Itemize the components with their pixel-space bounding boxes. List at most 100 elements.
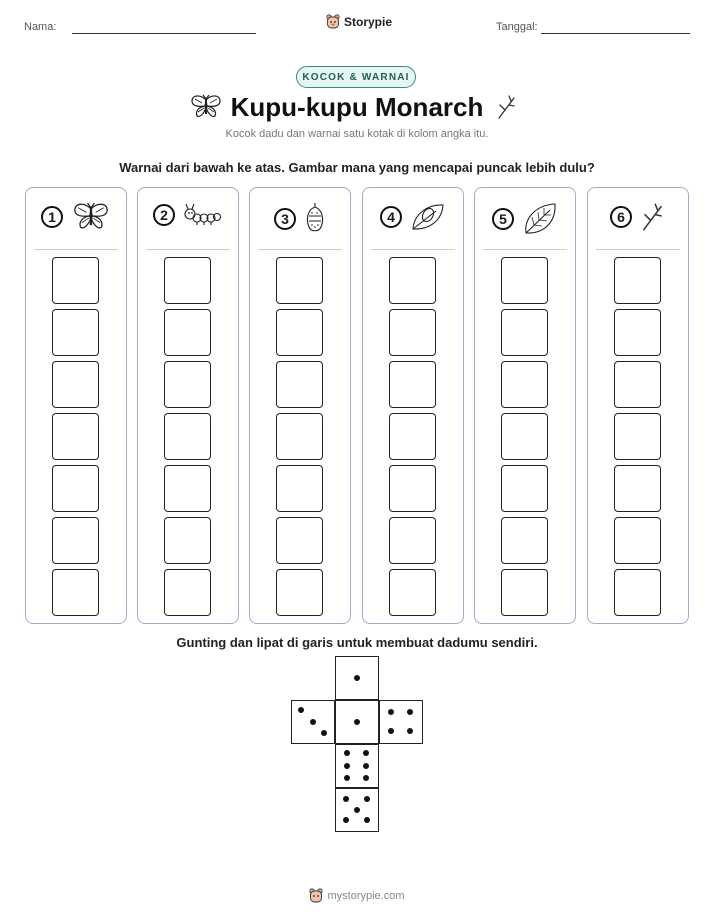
color-box[interactable] xyxy=(164,517,211,564)
color-box[interactable] xyxy=(164,569,211,616)
die-face-6 xyxy=(335,744,379,788)
page-subtitle: Kocok dadu dan warnai satu kotak di kolo… xyxy=(225,128,489,140)
die-pip xyxy=(344,750,351,757)
color-box[interactable] xyxy=(614,569,661,616)
die-pip xyxy=(388,727,395,734)
color-box[interactable] xyxy=(389,361,436,408)
color-box[interactable] xyxy=(501,465,548,512)
brand-name: Storypie xyxy=(344,15,393,29)
color-box[interactable] xyxy=(389,257,436,304)
die-pip xyxy=(406,727,413,734)
die-pip xyxy=(362,750,369,757)
color-box[interactable] xyxy=(52,517,99,564)
die-pip xyxy=(320,729,327,736)
color-box[interactable] xyxy=(276,413,323,460)
die-face-4 xyxy=(379,700,423,744)
chrysalis-icon xyxy=(304,202,326,236)
column-divider xyxy=(258,249,342,250)
column-header: 2 xyxy=(138,202,238,228)
die-face-5 xyxy=(335,788,379,832)
die-pip xyxy=(406,709,413,716)
color-box[interactable] xyxy=(389,465,436,512)
die-face-3 xyxy=(291,700,335,744)
die-pip xyxy=(343,816,350,823)
color-box[interactable] xyxy=(164,465,211,512)
color-box[interactable] xyxy=(276,257,323,304)
color-box[interactable] xyxy=(276,465,323,512)
coloring-instruction: Warnai dari bawah ke atas. Gambar mana y… xyxy=(119,160,595,175)
color-box[interactable] xyxy=(501,569,548,616)
die-pip xyxy=(363,816,370,823)
die-pip xyxy=(388,709,395,716)
egg-on-leaf-icon xyxy=(410,202,446,232)
color-box[interactable] xyxy=(389,517,436,564)
color-box[interactable] xyxy=(614,413,661,460)
die-pip xyxy=(362,774,369,781)
color-box[interactable] xyxy=(164,361,211,408)
storypie-mascot-icon xyxy=(309,888,324,903)
color-box[interactable] xyxy=(614,361,661,408)
color-box[interactable] xyxy=(276,361,323,408)
butterfly-icon xyxy=(190,94,222,125)
die-pip xyxy=(343,796,350,803)
column-divider xyxy=(483,249,567,250)
color-box[interactable] xyxy=(52,309,99,356)
die-pip xyxy=(309,718,316,725)
color-box[interactable] xyxy=(614,257,661,304)
color-box[interactable] xyxy=(52,413,99,460)
page-title: Kupu-kupu Monarch xyxy=(230,92,484,122)
color-box[interactable] xyxy=(164,257,211,304)
color-box[interactable] xyxy=(52,465,99,512)
date-label: Tanggal: xyxy=(496,21,538,33)
column-number: 4 xyxy=(380,206,402,228)
color-box[interactable] xyxy=(501,413,548,460)
color-box[interactable] xyxy=(614,465,661,512)
twig-icon xyxy=(640,202,666,232)
color-box[interactable] xyxy=(52,569,99,616)
name-field[interactable] xyxy=(72,33,256,34)
column-header: 6 xyxy=(588,202,688,232)
dice-column-2: 2 xyxy=(137,187,239,624)
color-box[interactable] xyxy=(389,413,436,460)
color-box[interactable] xyxy=(501,257,548,304)
column-divider xyxy=(596,249,680,250)
column-number: 3 xyxy=(274,208,296,230)
die-pip xyxy=(363,796,370,803)
leaf-icon xyxy=(522,202,558,236)
color-box[interactable] xyxy=(501,309,548,356)
column-number: 6 xyxy=(610,206,632,228)
color-box[interactable] xyxy=(614,517,661,564)
column-header: 4 xyxy=(363,202,463,232)
dice-column-3: 3 xyxy=(249,187,351,624)
die-pip xyxy=(353,806,360,813)
column-divider xyxy=(146,249,230,250)
die-pip xyxy=(353,674,360,681)
column-number: 1 xyxy=(41,206,63,228)
dice-column-5: 5 xyxy=(474,187,576,624)
color-box[interactable] xyxy=(276,569,323,616)
column-number: 2 xyxy=(153,204,175,226)
color-box[interactable] xyxy=(389,569,436,616)
column-header: 3 xyxy=(250,202,350,236)
color-box[interactable] xyxy=(276,309,323,356)
date-field[interactable] xyxy=(541,33,690,34)
name-label: Nama: xyxy=(24,21,57,33)
color-box[interactable] xyxy=(164,309,211,356)
die-pip xyxy=(344,762,351,769)
color-box[interactable] xyxy=(52,361,99,408)
storypie-mascot-icon xyxy=(326,14,340,29)
footer-url: mystorypie.com xyxy=(327,890,405,902)
column-header: 5 xyxy=(475,202,575,236)
color-box[interactable] xyxy=(52,257,99,304)
footer: mystorypie.com xyxy=(0,888,714,904)
column-number: 5 xyxy=(492,208,514,230)
color-box[interactable] xyxy=(164,413,211,460)
color-box[interactable] xyxy=(501,517,548,564)
color-box[interactable] xyxy=(389,309,436,356)
column-header: 1 xyxy=(26,202,126,232)
color-box[interactable] xyxy=(276,517,323,564)
color-box[interactable] xyxy=(614,309,661,356)
dice-column-4: 4 xyxy=(362,187,464,624)
die-instruction: Gunting dan lipat di garis untuk membuat… xyxy=(176,635,538,650)
color-box[interactable] xyxy=(501,361,548,408)
